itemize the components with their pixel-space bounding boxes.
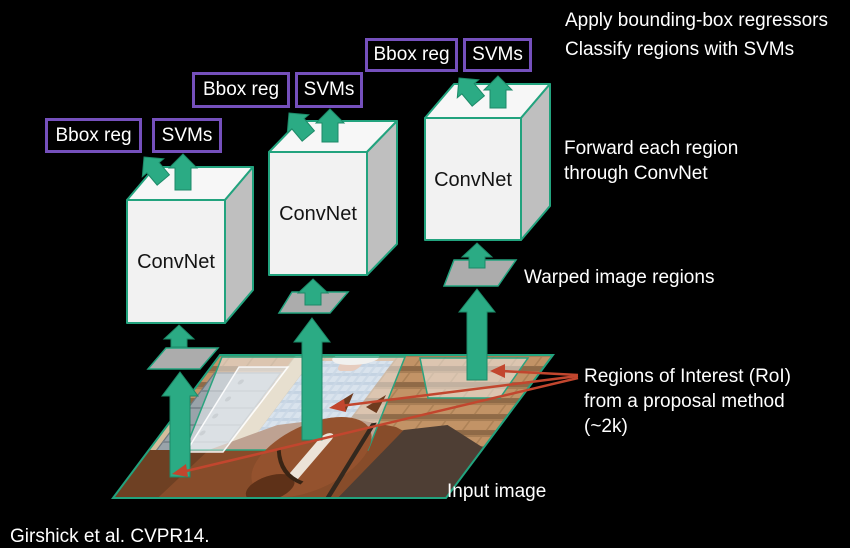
up-arrow-warped-to-convnet-right (460, 242, 494, 269)
convnet-label-middle: ConvNet (279, 203, 357, 225)
note-roi-line1: Regions of Interest (RoI) (584, 366, 791, 387)
bbox-reg-label-right: Bbox reg (365, 38, 458, 72)
up-arrow-to-svms-right (482, 75, 514, 109)
note-apply-bbox-regressors: Apply bounding-box regressors (565, 10, 828, 31)
red-pointer-head-middle (329, 399, 346, 412)
red-pointer-line-right (501, 369, 579, 377)
up-arrow-to-bboxreg-middle (286, 112, 316, 142)
bbox-reg-text: Bbox reg (202, 79, 280, 100)
svms-label-left: SVMs (152, 118, 222, 153)
up-arrow-to-svms-middle (314, 108, 346, 143)
note-classify-svms: Classify regions with SVMs (565, 39, 795, 60)
note-forward-line2: through ConvNet (564, 163, 708, 184)
horse-head-foreground (245, 393, 386, 498)
convnet-label-left: ConvNet (137, 251, 215, 273)
note-warped-regions: Warped image regions (524, 267, 715, 288)
up-arrow-warped-to-convnet-left (162, 324, 196, 348)
up-arrow-photo-to-warped-left (161, 371, 199, 478)
convnet-box-middle (268, 120, 398, 276)
warped-region-left (146, 347, 220, 370)
svms-label-right: SVMs (463, 38, 532, 72)
note-roi-line3: (~2k) (584, 416, 628, 437)
convnet-box-right (424, 83, 551, 241)
up-arrow-warped-to-convnet-middle (296, 278, 330, 306)
bbox-reg-label-left: Bbox reg (45, 118, 142, 153)
red-pointer-head-left (172, 464, 188, 477)
red-pointer-head-right (490, 364, 505, 378)
red-pointer-line-left (181, 376, 579, 474)
citation: Girshick et al. CVPR14. (10, 526, 210, 547)
warped-region-right (442, 259, 518, 287)
note-roi: Regions of Interest (RoI) from a proposa… (584, 364, 791, 439)
roi-overlay-left (184, 366, 290, 453)
note-input-image: Input image (447, 481, 547, 502)
photo-border (111, 354, 555, 499)
svms-text: SVMs (303, 79, 355, 100)
convnet-label-right: ConvNet (434, 169, 512, 191)
svms-label-middle: SVMs (295, 72, 363, 108)
note-roi-line2: from a proposal method (584, 391, 785, 412)
red-pointer-line-middle (339, 374, 579, 408)
note-forward-region: Forward each region through ConvNet (564, 136, 738, 186)
bbox-reg-label-middle: Bbox reg (192, 72, 290, 108)
note-forward-line1: Forward each region (564, 138, 739, 159)
up-arrow-photo-to-warped-right (457, 288, 497, 381)
bbox-reg-text: Bbox reg (55, 124, 132, 146)
bbox-reg-text: Bbox reg (373, 44, 450, 65)
up-arrow-to-bboxreg-right (456, 77, 486, 107)
up-arrow-to-bboxreg-left (141, 156, 171, 186)
svms-text: SVMs (472, 44, 523, 65)
up-arrow-to-svms-left (167, 153, 199, 191)
svms-text: SVMs (161, 124, 213, 146)
